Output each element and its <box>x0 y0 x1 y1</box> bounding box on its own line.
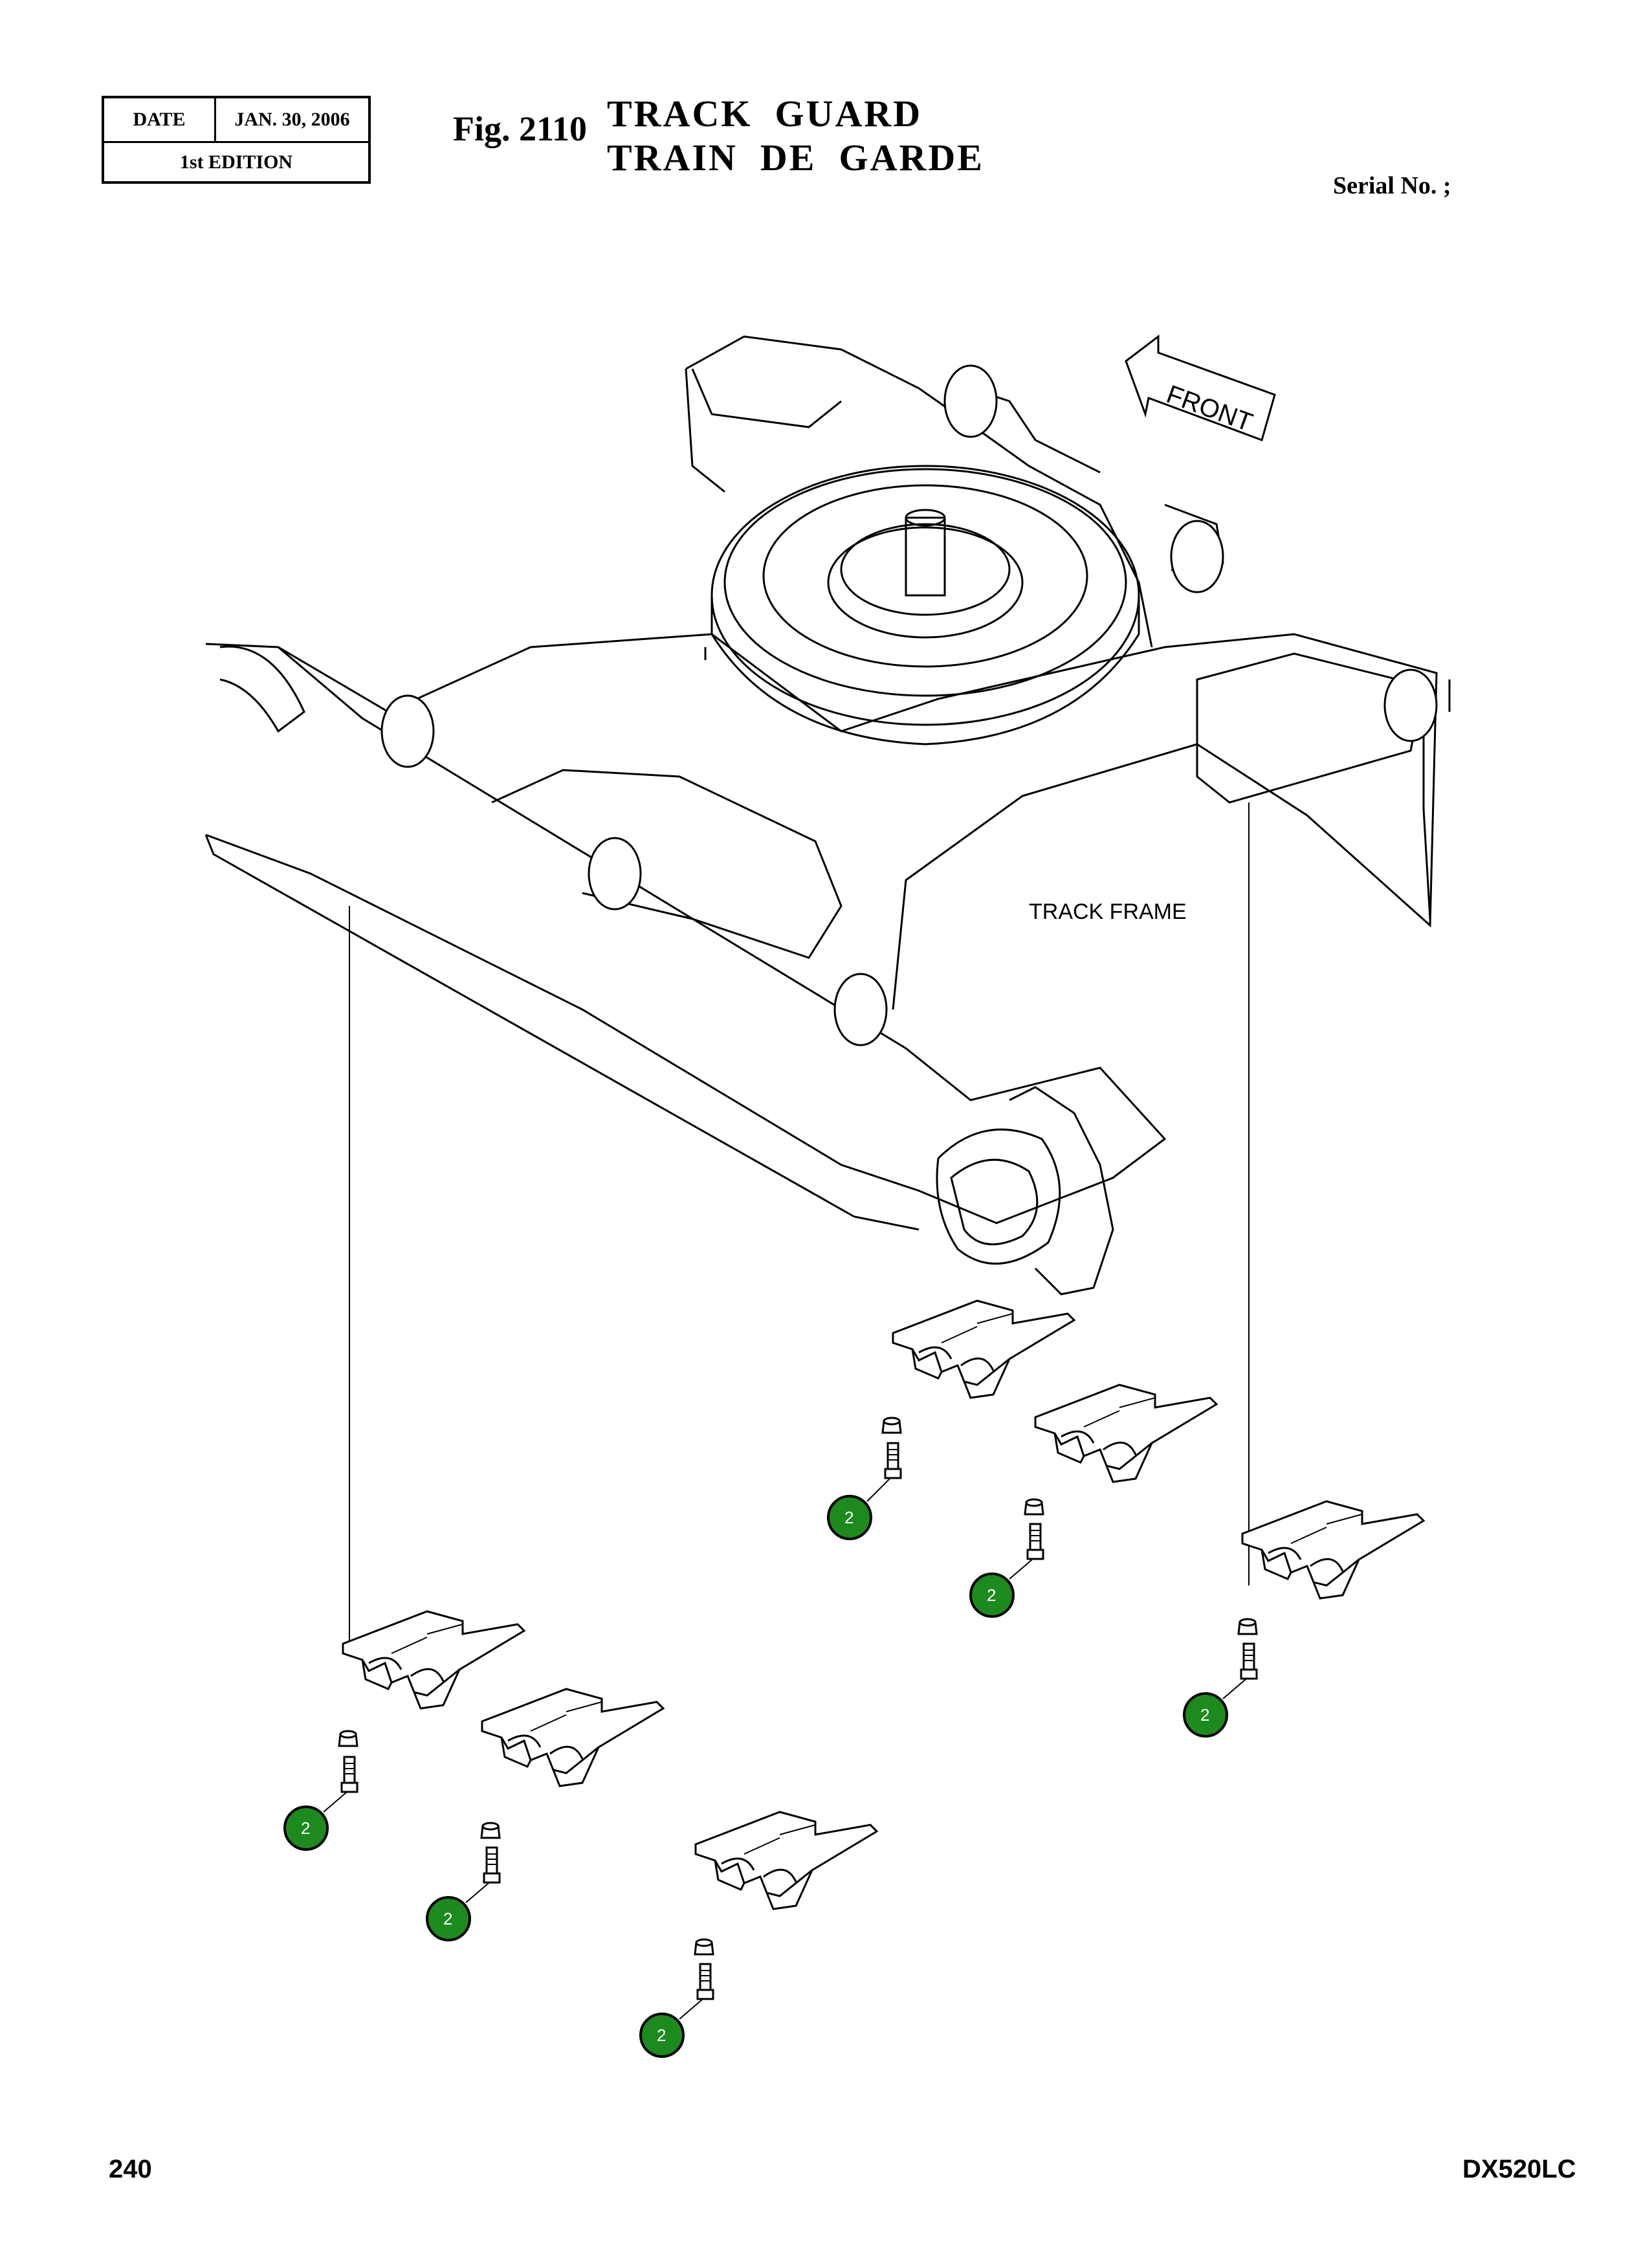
bolt-2 <box>1026 1523 1044 1560</box>
bolt-4 <box>340 1756 358 1793</box>
upper-rollers-drawing <box>380 364 1438 1046</box>
bolt-6 <box>696 1963 714 2000</box>
track-frame-drawing <box>204 335 1451 1296</box>
title-english: TRACK GUARD <box>607 93 923 135</box>
date-row: DATE JAN. 30, 2006 <box>104 98 368 143</box>
callout-2-a: 2 <box>827 1478 890 1540</box>
swing-bearing-drawing <box>710 465 1140 745</box>
nut-6 <box>694 1938 714 1956</box>
guard-upper-2 <box>1034 1384 1218 1483</box>
leader-lines <box>349 802 1250 1657</box>
nut-1 <box>881 1417 902 1434</box>
figure-number: Fig. 2110 <box>453 109 588 148</box>
bolt-3 <box>1240 1642 1258 1680</box>
svg-text:2: 2 <box>443 1909 452 1928</box>
date-edition-box: DATE JAN. 30, 2006 1st EDITION <box>102 96 371 184</box>
nut-5 <box>480 1822 501 1839</box>
svg-text:2: 2 <box>1200 1705 1209 1725</box>
date-value: JAN. 30, 2006 <box>234 109 350 130</box>
page-number: 240 <box>109 2155 152 2183</box>
nut-2 <box>1024 1498 1044 1516</box>
guard-lower-3 <box>694 1811 878 1910</box>
svg-text:2: 2 <box>844 1508 854 1527</box>
callout-2-c: 2 <box>1183 1679 1246 1738</box>
bolt-1 <box>884 1442 902 1479</box>
guard-lower-1 <box>342 1610 525 1710</box>
guard-right <box>1241 1500 1425 1600</box>
track-frame-label: TRACK FRAME <box>1029 900 1187 924</box>
title-french: TRAIN DE GARDE <box>607 137 984 179</box>
edition-label: 1st EDITION <box>179 151 293 173</box>
bolt-5 <box>483 1846 501 1884</box>
callout-2-e: 2 <box>426 1882 489 1941</box>
front-arrow: FRONT <box>1125 334 1276 441</box>
callout-2-d: 2 <box>283 1792 347 1851</box>
nut-3 <box>1237 1618 1258 1635</box>
guard-assemblies <box>338 1299 1425 2000</box>
date-label: DATE <box>104 98 216 141</box>
svg-text:2: 2 <box>657 2026 666 2045</box>
callout-2-f: 2 <box>639 1999 703 2058</box>
serial-number: Serial No. ; <box>1333 172 1451 199</box>
model-number: DX520LC <box>1462 2155 1576 2183</box>
svg-text:2: 2 <box>301 1818 310 1838</box>
guard-upper-1 <box>892 1299 1075 1399</box>
svg-text:2: 2 <box>987 1585 996 1605</box>
callout-2-b: 2 <box>969 1559 1033 1618</box>
nut-4 <box>338 1730 358 1747</box>
guard-lower-2 <box>481 1688 665 1787</box>
